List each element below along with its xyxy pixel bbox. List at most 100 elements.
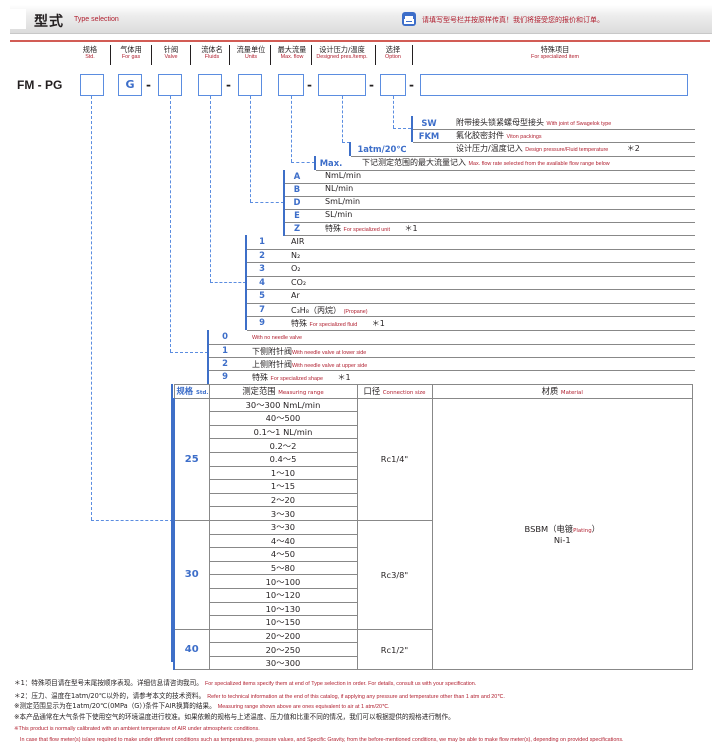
connector-line: [291, 162, 315, 163]
material-line-end: ）: [591, 524, 600, 535]
material-header: 材质 Material: [431, 384, 693, 399]
fluid-code: 3: [259, 263, 265, 273]
connector-line: [393, 96, 394, 128]
range-cell: 1～10: [208, 465, 358, 481]
range-cell: 10～130: [208, 601, 358, 617]
row-divider: [413, 129, 695, 130]
option-label: 氟化胶密封件 Viton packings: [456, 131, 542, 140]
std-header: 规格 Std.: [173, 384, 210, 399]
range-cell: 0.4～5: [208, 451, 358, 467]
range-cell: 0.2～2: [208, 438, 358, 453]
option-box[interactable]: [380, 74, 406, 96]
dash: -: [369, 78, 374, 92]
row-divider: [247, 276, 695, 277]
col-separator: [151, 45, 152, 65]
fluid-label: Ar: [291, 291, 300, 300]
conn-size-cell: Rc1/2": [356, 628, 433, 671]
footnote: In case that flow meter(s) is/are requir…: [20, 737, 624, 743]
valve-code-box[interactable]: [158, 74, 182, 96]
connector-line: [342, 96, 343, 142]
range-cell: 1～15: [208, 479, 358, 494]
footnote: ＊2：压力、温度在1atm/20℃以外的，请参考本文的技术资料。 Refer t…: [14, 692, 505, 700]
range-cell: 5～80: [208, 560, 358, 576]
row-divider: [209, 357, 695, 358]
dash: -: [409, 78, 414, 92]
header-bar: [10, 5, 712, 34]
connector-line: [250, 96, 251, 202]
fluid-code-box[interactable]: [198, 74, 222, 96]
maxflow-box[interactable]: [278, 74, 304, 96]
range-cell: 20～200: [208, 628, 358, 644]
footnote: ※本产品通常在大气条件下使用空气的环境温度进行校准。如果依赖的规格与上述温度、压…: [14, 713, 455, 721]
spec-table: 规格 Std. 测定范围 Measuring range 口径 Connecti…: [173, 384, 693, 671]
col-separator: [270, 45, 271, 65]
material-plating: Plating: [573, 528, 592, 535]
option-label: 附带接头锁紧螺母型接头 With joint of Swagelok type: [456, 118, 612, 127]
fluid-label: N₂: [291, 251, 301, 260]
std-size-cell: 40: [173, 628, 210, 671]
pressure-label: 设计压力/温度记入 Design pressure/Fluid temperat…: [456, 144, 640, 153]
pressure-bracket: [349, 142, 351, 156]
connector-line: [342, 142, 350, 143]
table-row: 30～300: [174, 655, 693, 671]
unit-code: B: [293, 184, 301, 194]
connector-line: [250, 202, 284, 203]
range-cell: 3～30: [208, 506, 358, 521]
fluid-code: 7: [259, 304, 265, 314]
row-divider: [247, 289, 695, 290]
row-divider: [285, 183, 695, 184]
row-divider: [247, 249, 695, 250]
valve-code: 9: [222, 371, 228, 381]
fluid-code: 1: [259, 236, 265, 246]
fluid-label: CO₂: [291, 278, 307, 287]
maxflow-code: Max.: [319, 158, 343, 168]
row-divider: [285, 209, 695, 210]
fluid-code: 4: [259, 277, 265, 287]
range-cell: 40～500: [208, 411, 358, 426]
pressure-code: 1atm/20℃: [357, 144, 407, 154]
connector-line: [210, 282, 246, 283]
row-divider: [285, 196, 695, 197]
page-subtitle: Type selection: [74, 16, 119, 23]
connector-line: [91, 96, 92, 520]
connector-line: [170, 96, 171, 352]
material-line: BSBM（电镀: [524, 524, 574, 535]
std-code-box[interactable]: [80, 74, 104, 96]
valve-label: With no needle valve: [252, 335, 303, 341]
fluid-label: AIR: [291, 237, 305, 246]
conn-size-cell: Rc3/8": [356, 519, 433, 630]
row-divider: [209, 344, 695, 345]
range-cell: 10～120: [208, 587, 358, 603]
row-divider: [209, 370, 695, 371]
material-line2: Ni-1: [553, 535, 571, 546]
gas-code-box: G: [118, 74, 142, 96]
special-item-box[interactable]: [420, 74, 688, 96]
header-divider: [10, 40, 710, 42]
col-separator: [375, 45, 376, 65]
fax-note: 请填写型号栏并按原样传真！我们将接受您的报价和订单。: [422, 16, 604, 24]
valve-label: 下侧附针阀With needle valve at lower side: [252, 347, 367, 356]
std-bracket: [171, 384, 173, 662]
row-divider: [247, 262, 695, 263]
valve-bracket: [207, 330, 209, 384]
row-divider: [247, 330, 695, 331]
units-bracket: [283, 170, 285, 236]
table-header-row: 规格 Std. 测定范围 Measuring range 口径 Connecti…: [173, 384, 693, 399]
dash: -: [226, 78, 231, 92]
page-title: 型式: [34, 14, 64, 30]
unit-label: SmL/min: [325, 197, 361, 206]
unit-code: Z: [293, 223, 301, 233]
fluid-code: 9: [259, 317, 265, 327]
unit-code-box[interactable]: [238, 74, 262, 96]
connector-line: [170, 352, 208, 353]
pressure-box[interactable]: [318, 74, 366, 96]
header-left-marker: [10, 9, 26, 29]
range-cell: 30～300: [208, 655, 358, 671]
